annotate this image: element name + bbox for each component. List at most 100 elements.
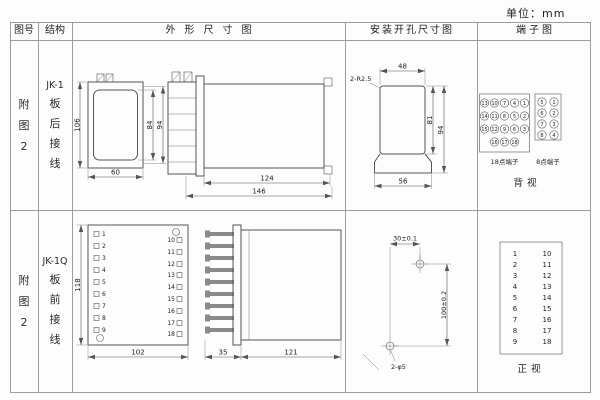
row1-figure-no: 附图2 [18,97,30,153]
terminal-number: 5 [102,279,106,286]
row1-terminal-drawing: 13 10 7 4 1 14 11 8 5 2 15 12 9 6 3 16 1… [479,93,562,189]
hole-size-label: 2-φ5 [391,363,406,371]
terminal-number: 4 [552,133,555,139]
terminal-number: 9 [513,338,517,346]
terminal-number: 7 [503,101,506,107]
relay-body [240,229,342,341]
front-outline [87,81,144,169]
dim-label: 102 [131,349,144,357]
dim-118: 118 [74,224,87,346]
dim-label: 30±0.1 [393,235,417,243]
header-outline: 外形尺寸图 [165,25,261,36]
relay-body [203,83,325,169]
dim-label: 35 [219,349,228,357]
terminal-number: 16 [167,308,175,315]
dim-81: 81 [426,85,448,155]
table-border [10,22,591,393]
terminal-8pt: 5 1 6 2 7 3 8 4 [534,93,562,141]
terminal-number: 15 [543,305,552,313]
dim-label: 146 [252,188,266,196]
terminal-number: 5 [513,294,517,302]
row1-wiring: 板后接线 [49,96,61,170]
terminal-number: 15 [167,296,175,303]
row1-figure-cell: 附图2 [10,40,38,210]
terminal-number: 11 [167,249,175,256]
terminal-number: 8 [513,327,517,335]
dim-94: 94 [143,86,166,164]
terminal-number: 11 [543,261,552,269]
terminal-18pt: 13 10 7 4 1 14 11 8 5 2 15 12 9 6 3 16 1… [479,93,530,153]
dim-146: 146 [185,176,333,199]
terminal-number: 7 [513,316,517,324]
hole-note: 2-φ5 [362,350,406,371]
terminal-number: 7 [102,303,106,310]
terminal-number: 8 [503,114,506,120]
header-mounting: 安装开孔尺寸图 [370,25,454,36]
terminal-block [167,81,197,175]
terminal-number: 2 [102,243,106,250]
dim-label: 100±0.2 [440,291,448,319]
terminal-number: 7 [540,122,543,128]
row2-structure-cell: JK-1Q 板前接线 [38,210,72,392]
terminal-number: 9 [102,327,106,334]
terminal-number: 1 [513,250,517,258]
terminal-18pt-label: 18点端子 [491,157,519,166]
row1-outline-drawing: 106 84 94 60 [74,71,333,199]
terminal-number: 1 [523,101,526,107]
radius-label: 2-R2.5 [350,75,371,83]
terminal-number: 11 [491,114,497,120]
terminal-number: 2 [552,111,555,117]
dim-84: 84 [138,89,156,161]
terminal-number: 13 [167,272,175,279]
terminal-number: 12 [491,127,497,133]
front-view: 1 2 3 4 5 6 7 8 9 10 11 12 13 14 15 16 1… [87,224,189,346]
terminal-number: 14 [543,294,552,302]
terminal-number: 6 [102,291,106,298]
row2-figure-cell: 附图2 [10,210,38,392]
terminal-number: 18 [543,338,552,346]
terminal-number: 4 [513,101,516,107]
header-divider [10,40,591,41]
dim-106: 106 [74,81,87,169]
terminal-number: 2 [523,114,526,120]
terminal-number: 9 [503,127,506,133]
dim-30: 30±0.1 [389,235,421,337]
terminal-number: 16 [491,140,497,146]
dim-label: 81 [426,116,434,125]
row1-model: JK-1 [46,79,64,91]
terminal-number: 18 [511,140,517,146]
terminal-8pt-label: 8点端子 [536,157,560,166]
dim-121: 121 [241,341,342,360]
terminal-number: 14 [481,114,487,120]
panel-cutout [374,85,432,174]
dim-label: 106 [74,118,82,132]
row1-mounting-drawing: 2-R2.5 48 81 94 56 [350,63,448,189]
terminal-number: 1 [102,231,106,238]
row2-mounting-drawing: 30±0.1 100±0.2 2-φ5 [362,235,451,371]
dim-102: 102 [87,346,189,360]
terminal-number: 3 [513,272,517,280]
terminal-number: 10 [167,237,175,244]
terminal-number: 8 [540,133,543,139]
flange [195,75,205,177]
dim-56: 56 [374,174,432,189]
front-plate [232,224,242,346]
dim-label: 56 [399,178,408,186]
dim-48: 48 [379,63,426,85]
terminal-number: 6 [540,111,543,117]
terminal-number: 18 [167,331,175,338]
header-terminal: 端子图 [516,25,555,36]
terminal-number: 12 [543,272,552,280]
dim-label: 48 [398,63,407,71]
dim-label: 60 [111,169,120,177]
row2-outline-drawing: 1 2 3 4 5 6 7 8 9 10 11 12 13 14 15 16 1… [74,224,342,360]
dim-100: 100±0.2 [395,263,451,347]
terminal-number: 10 [543,250,552,258]
dim-35: 35 [204,340,242,360]
unit-label: 单位：mm [506,7,566,20]
dim-60: 60 [87,169,144,180]
col-divider-1 [38,22,39,393]
terminal-number: 16 [543,316,552,324]
col-divider-4 [477,22,478,393]
